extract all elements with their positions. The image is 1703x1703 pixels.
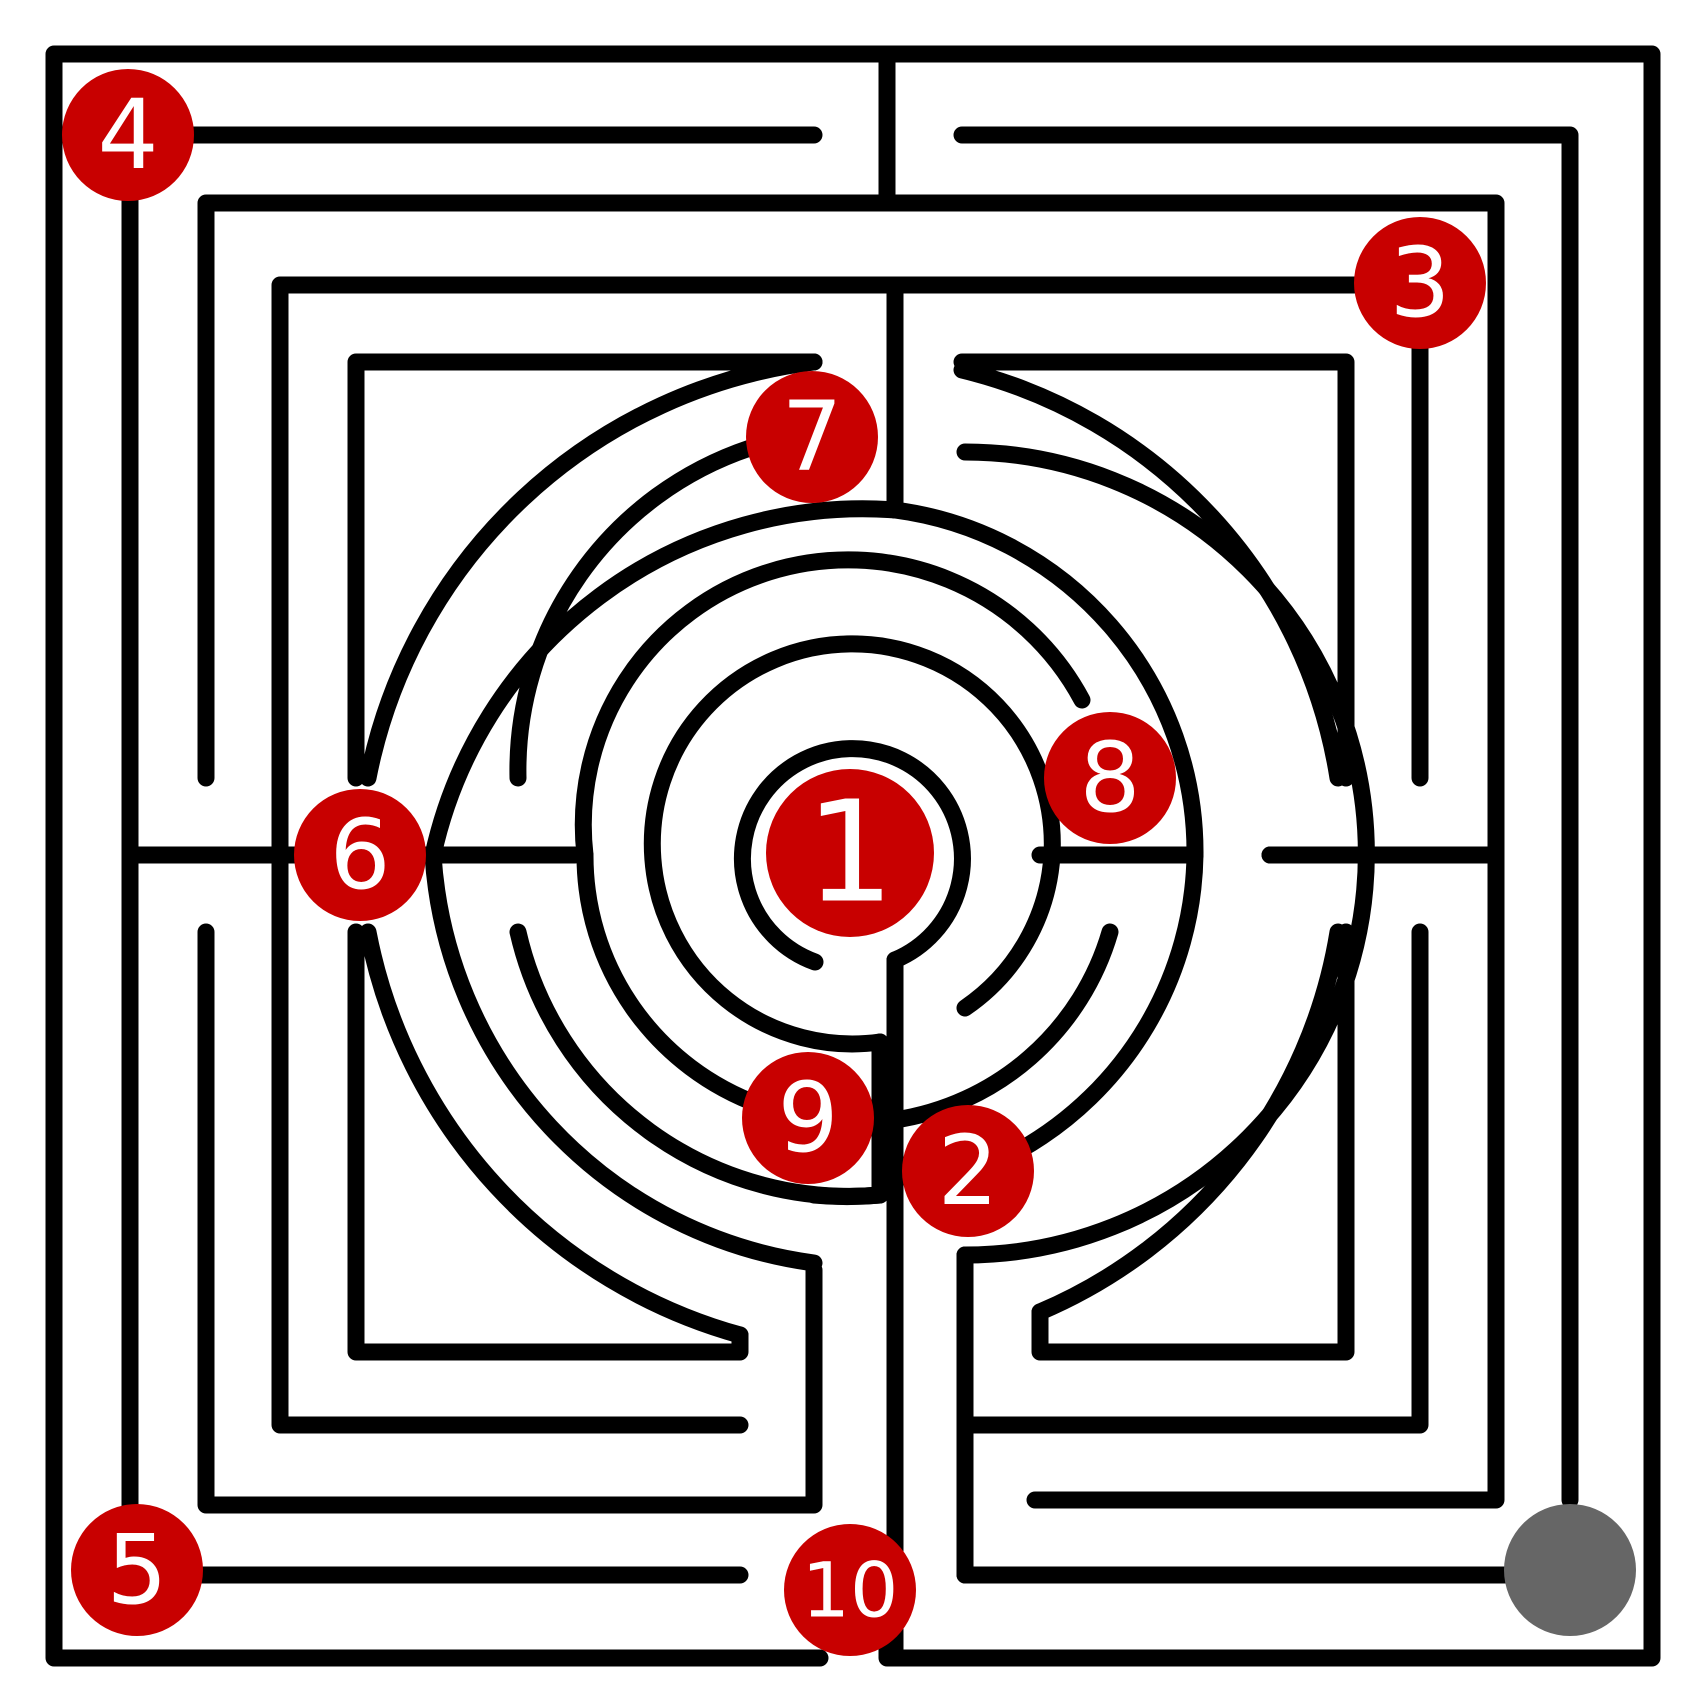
marker-2-label: 2 xyxy=(937,1115,998,1227)
marker-4: 4 xyxy=(62,69,194,201)
end-marker xyxy=(1504,1504,1636,1636)
wall-segment xyxy=(961,923,1429,1434)
marker-9: 9 xyxy=(742,1052,874,1184)
wall-arc xyxy=(643,635,1061,1053)
marker-10: 10 xyxy=(784,1524,916,1656)
marker-5-label: 5 xyxy=(106,1514,167,1626)
wall-arc xyxy=(956,846,1061,1017)
wall-segment xyxy=(347,353,823,787)
marker-6-label: 6 xyxy=(329,799,390,911)
maze-markers: 1 2 3 4 5 6 7 8 xyxy=(62,69,1636,1656)
wall-arc xyxy=(359,923,749,1344)
wall-segment xyxy=(1031,923,1355,1361)
wall-segment xyxy=(953,126,1579,1509)
wall-segment xyxy=(197,194,1505,1509)
wall-arc xyxy=(886,923,1119,1129)
marker-1: 1 xyxy=(758,761,942,945)
wall-segment xyxy=(953,353,1355,787)
wall-arc xyxy=(734,740,971,971)
marker-6: 6 xyxy=(294,789,426,921)
wall-arc xyxy=(805,1186,889,1206)
marker-2: 2 xyxy=(902,1105,1034,1237)
marker-8-label: 8 xyxy=(1079,722,1140,834)
marker-7-label: 7 xyxy=(781,381,842,493)
wall-segment xyxy=(347,923,749,1361)
wall-arc xyxy=(574,551,1091,864)
wall-arc xyxy=(576,846,769,1114)
wall-arc xyxy=(1031,923,1347,1321)
wall-arc xyxy=(424,846,823,1272)
marker-3-label: 3 xyxy=(1389,227,1450,339)
wall-arc xyxy=(1011,846,1204,1159)
wall-arc xyxy=(509,439,759,787)
wall-arc xyxy=(956,443,1375,1264)
wall-segment xyxy=(271,276,1429,1434)
wall-segment xyxy=(197,923,823,1514)
marker-10-label: 10 xyxy=(802,1546,899,1635)
marker-8: 8 xyxy=(1044,712,1176,844)
maze-walls xyxy=(45,45,1661,1667)
wall-arc xyxy=(359,353,823,787)
marker-3: 3 xyxy=(1354,217,1486,349)
wall-arc xyxy=(424,500,904,864)
wall-arc xyxy=(953,361,1347,787)
marker-7: 7 xyxy=(746,371,878,503)
wall-arc xyxy=(886,501,1204,864)
marker-5: 5 xyxy=(71,1504,203,1636)
marker-9-label: 9 xyxy=(777,1062,838,1174)
marker-1-label: 1 xyxy=(805,772,894,935)
marker-4-label: 4 xyxy=(97,79,158,191)
